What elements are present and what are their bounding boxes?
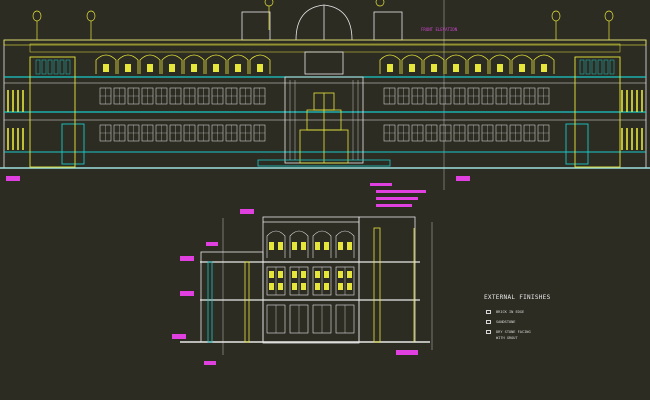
arch <box>161 54 183 74</box>
arch <box>205 54 227 74</box>
arch <box>183 54 205 74</box>
arch <box>95 54 117 74</box>
window-grid <box>7 87 643 150</box>
annotation-tags <box>6 176 470 365</box>
section-window <box>266 230 286 258</box>
arch <box>423 54 445 74</box>
section-windows <box>266 230 355 334</box>
section-window <box>289 230 309 258</box>
grid-markers <box>32 0 614 40</box>
arcade-arches <box>35 54 615 75</box>
building-section <box>180 216 433 355</box>
section-window <box>312 230 332 258</box>
arch <box>511 54 533 74</box>
section-window <box>335 230 355 258</box>
arch <box>467 54 489 74</box>
building-facade <box>0 39 650 169</box>
legend-item: SANDSTONE <box>496 320 516 324</box>
central-entrance <box>257 51 391 167</box>
arch <box>445 54 467 74</box>
legend-item: WITH GROUT <box>496 336 518 340</box>
side-wings <box>29 56 621 168</box>
arch <box>489 54 511 74</box>
legend-swatch-sandstone <box>486 320 491 324</box>
central-dome <box>241 4 403 41</box>
arch <box>401 54 423 74</box>
legend-item: BRICK IN EDGE <box>496 310 525 314</box>
arch <box>249 54 271 74</box>
arch <box>139 54 161 74</box>
legend-swatch-stone <box>486 330 491 334</box>
arch <box>227 54 249 74</box>
legend-item: DRY STONE FACING <box>496 330 531 334</box>
elevation-title: FRONT ELEVATION <box>421 27 458 32</box>
legend-swatch-brick <box>486 310 491 314</box>
legend-title: EXTERNAL FINISHES <box>484 294 551 301</box>
arch <box>117 54 139 74</box>
arch <box>533 54 555 74</box>
arch <box>379 54 401 74</box>
